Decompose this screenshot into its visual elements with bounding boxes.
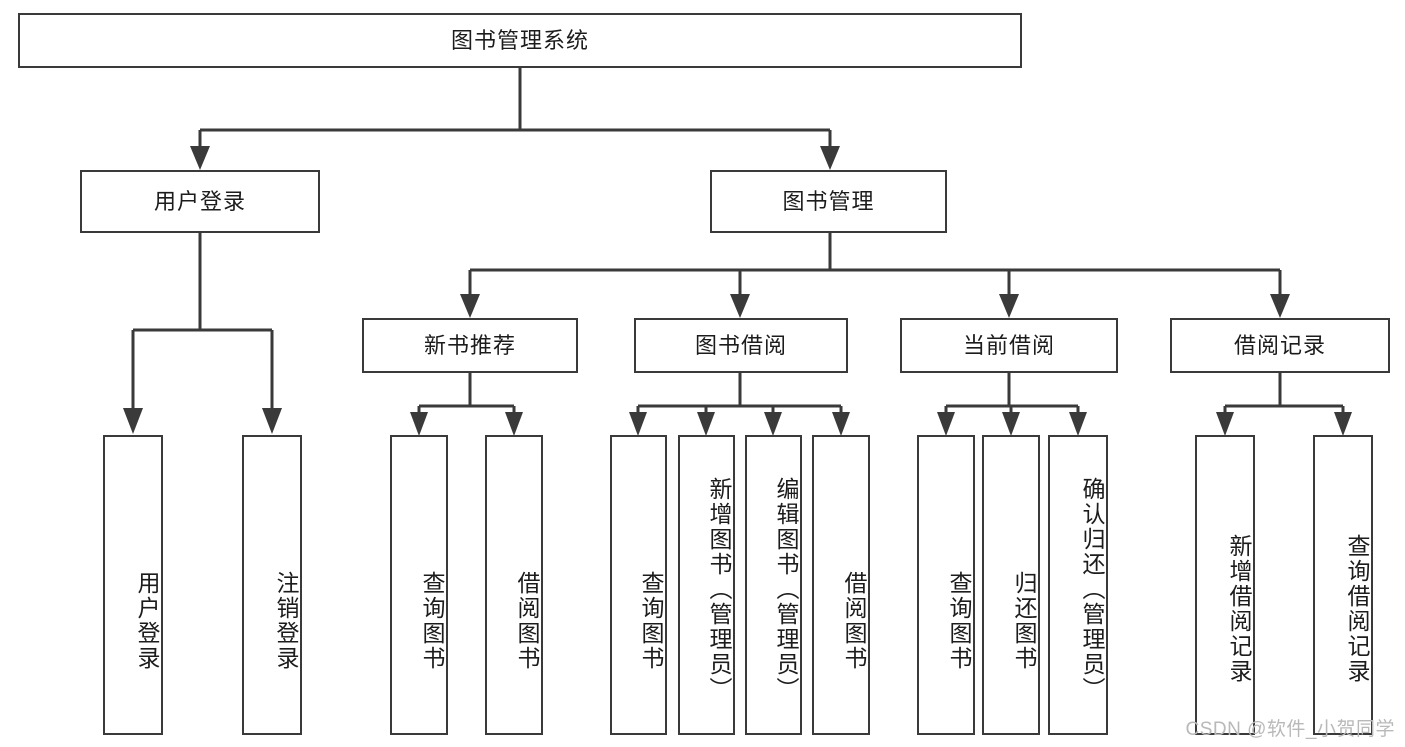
node-current-borrow[interactable]: 当前借阅 [900,318,1118,373]
node-label: 新增图书（管理员） [706,476,732,702]
node-user-login[interactable]: 用户登录 [80,170,320,233]
leaf-user-login-signin[interactable]: 用户登录 [103,435,163,735]
node-label: 查询图书 [946,571,972,671]
node-label: 用户登录 [134,571,160,671]
node-label: 借阅图书 [841,571,867,671]
node-label: 借阅记录 [1233,332,1326,358]
node-book-management[interactable]: 图书管理 [710,170,947,233]
node-label: 图书管理系统 [450,27,589,53]
leaf-current-borrow-return[interactable]: 归还图书 [982,435,1040,735]
leaf-new-book-borrow[interactable]: 借阅图书 [485,435,543,735]
leaf-current-borrow-query[interactable]: 查询图书 [917,435,975,735]
node-label: 注销登录 [273,571,299,671]
node-label: 归还图书 [1011,571,1037,671]
leaf-book-borrow-add[interactable]: 新增图书（管理员） [678,435,735,735]
node-label: 新书推荐 [423,332,516,358]
leaf-new-book-query[interactable]: 查询图书 [390,435,448,735]
node-label: 图书借阅 [694,332,787,358]
node-label: 查询图书 [638,571,664,671]
leaf-book-borrow-query[interactable]: 查询图书 [610,435,667,735]
node-label: 查询借阅记录 [1344,534,1370,684]
node-borrow-record[interactable]: 借阅记录 [1170,318,1390,373]
node-label: 编辑图书（管理员） [773,476,799,702]
node-book-borrow[interactable]: 图书借阅 [634,318,848,373]
leaf-user-login-signout[interactable]: 注销登录 [242,435,302,735]
node-label: 确认归还（管理员） [1079,476,1105,702]
leaf-book-borrow-borrow[interactable]: 借阅图书 [812,435,870,735]
leaf-borrow-record-query[interactable]: 查询借阅记录 [1313,435,1373,735]
node-label: 用户登录 [153,188,246,214]
node-new-book-recommend[interactable]: 新书推荐 [362,318,578,373]
node-root-book-management-system[interactable]: 图书管理系统 [18,13,1022,68]
watermark-text: CSDN @软件_小贺同学 [1185,719,1395,740]
leaf-current-borrow-confirm-return[interactable]: 确认归还（管理员） [1048,435,1108,735]
leaf-borrow-record-add[interactable]: 新增借阅记录 [1195,435,1255,735]
node-label: 图书管理 [782,188,875,214]
node-label: 新增借阅记录 [1226,534,1252,684]
leaf-book-borrow-edit[interactable]: 编辑图书（管理员） [745,435,802,735]
node-label: 当前借阅 [962,332,1055,358]
node-label: 借阅图书 [514,571,540,671]
node-label: 查询图书 [419,571,445,671]
